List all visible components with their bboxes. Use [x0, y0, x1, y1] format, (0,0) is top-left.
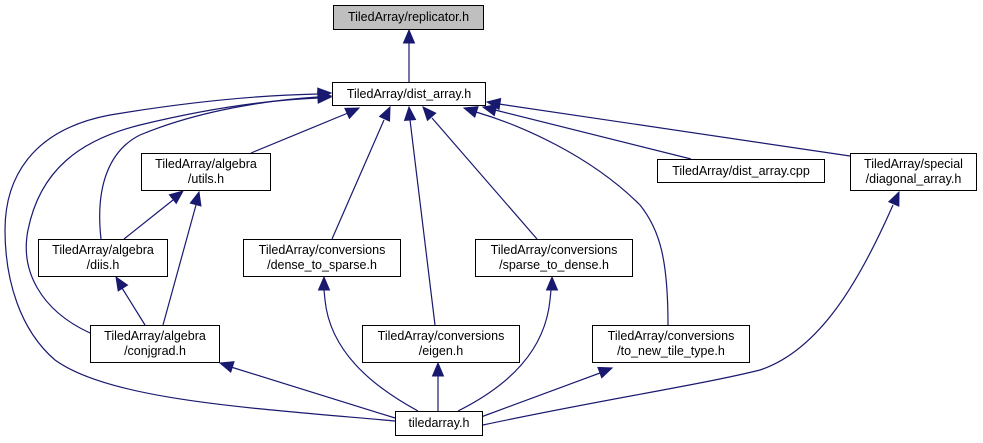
edge-line: [4, 93, 396, 422]
arrowhead-icon: [887, 190, 900, 207]
edge-line: [250, 112, 349, 154]
arrowhead-icon: [462, 106, 479, 119]
edge-dense_to_sparse-to-dist_array: [331, 105, 391, 240]
edge-line: [480, 372, 601, 418]
node-label-line: TiledArray/conversions: [258, 243, 386, 257]
node-label-line: /sparse_to_dense.h: [499, 258, 609, 272]
arrowhead-icon: [403, 105, 417, 121]
node-diagonal-array[interactable]: TiledArray/special/diagonal_array.h: [850, 153, 977, 191]
node-label-line: /to_new_tile_type.h: [617, 344, 725, 358]
arrowhead-icon: [115, 275, 129, 292]
node-diis[interactable]: TiledArray/algebra/diis.h: [38, 239, 168, 277]
edge-line: [431, 117, 538, 240]
arrowhead-icon: [402, 28, 416, 44]
edge-tiledarray-to-conjgrad: [218, 361, 396, 419]
edge-line: [162, 204, 197, 326]
edge-tiledarray-to-dense_to_sparse: [317, 275, 419, 412]
node-label-line: TiledArray/special: [864, 157, 963, 171]
edge-line: [331, 119, 385, 240]
arrowhead-icon: [545, 275, 559, 291]
edge-diis-to-utils: [123, 190, 185, 240]
edge-dist_array-to-replicator: [402, 28, 416, 82]
edge-eigen-to-dist_array: [403, 105, 436, 326]
node-eigen[interactable]: TiledArray/conversions/eigen.h: [362, 325, 520, 363]
node-label-line: TiledArray/conversions: [377, 329, 505, 343]
arrowhead-icon: [317, 87, 333, 100]
edge-sparse_to_dense-to-dist_array: [422, 106, 538, 240]
node-dense-to-sparse[interactable]: TiledArray/conversions/dense_to_sparse.h: [243, 239, 401, 277]
edge-line: [475, 111, 669, 326]
edge-line: [494, 109, 692, 160]
node-label-line: TiledArray/algebra: [104, 329, 206, 343]
node-label-line: TiledArray/dist_array.h: [346, 86, 472, 101]
node-label-line: /diagonal_array.h: [865, 172, 962, 186]
arrowhead-icon: [189, 190, 202, 207]
node-label-line: TiledArray/conversions: [607, 329, 735, 343]
edge-line: [323, 289, 419, 412]
arrowhead-icon: [422, 106, 437, 122]
node-sparse-to-dense[interactable]: TiledArray/conversions/sparse_to_dense.h: [475, 239, 633, 277]
arrowhead-icon: [317, 275, 331, 291]
arrowhead-icon: [218, 361, 235, 374]
edge-tiledarray-to-dist_array: [4, 87, 396, 422]
node-replicator[interactable]: TiledArray/replicator.h: [333, 5, 484, 30]
edge-line: [123, 199, 174, 240]
node-label-line: tiledarray.h: [408, 416, 470, 430]
edge-line: [230, 366, 396, 419]
edge-conjgrad-to-diis: [115, 275, 146, 326]
edge-line: [457, 289, 552, 412]
node-label-line: TiledArray/algebra: [52, 243, 154, 257]
arrowhead-icon: [481, 104, 498, 117]
edge-line: [409, 119, 436, 326]
edge-utils-to-dist_array: [250, 107, 361, 154]
edge-line: [121, 287, 146, 326]
arrowhead-icon: [378, 105, 391, 122]
edge-tiledarray-to-to_new_tile_type: [480, 366, 614, 418]
node-to-new-tile-type[interactable]: TiledArray/conversions/to_new_tile_type.…: [592, 325, 750, 363]
node-conjgrad[interactable]: TiledArray/algebra/conjgrad.h: [90, 325, 220, 363]
node-label-line: TiledArray/conversions: [490, 243, 618, 257]
node-label-line: /conjgrad.h: [124, 344, 186, 358]
node-label-line: /dense_to_sparse.h: [267, 258, 377, 272]
edge-diagonal_array-to-dist_array: [485, 97, 851, 157]
node-label-line: /utils.h: [187, 172, 225, 186]
node-label-line: TiledArray/algebra: [155, 157, 257, 171]
edge-tiledarray-to-eigen: [431, 361, 445, 411]
edge-conjgrad-to-utils: [162, 190, 202, 326]
arrowhead-icon: [597, 366, 614, 379]
node-label-line: TiledArray/replicator.h: [347, 10, 470, 24]
edge-to_new_tile_type-to-dist_array: [462, 106, 669, 326]
edge-tiledarray-to-diagonal_array: [482, 190, 900, 426]
node-label-line: /eigen.h: [418, 344, 464, 358]
edge-tiledarray-to-sparse_to_dense: [457, 275, 559, 412]
arrowhead-icon: [485, 97, 502, 111]
arrowhead-icon: [344, 107, 361, 120]
edge-line: [482, 204, 894, 426]
node-dist-array[interactable]: TiledArray/dist_array.h: [332, 82, 486, 106]
edge-line: [25, 97, 319, 334]
edge-dist_array_cpp-to-dist_array: [481, 104, 692, 160]
node-utils[interactable]: TiledArray/algebra/utils.h: [141, 153, 271, 191]
arrowhead-icon: [431, 361, 445, 377]
node-dist-array-cpp[interactable]: TiledArray/dist_array.cpp: [657, 159, 825, 183]
node-label-line: TiledArray/dist_array.cpp: [672, 163, 810, 178]
node-label-line: /diis.h: [86, 258, 120, 272]
arrowhead-icon: [168, 190, 185, 205]
edge-line: [498, 103, 851, 157]
node-tiledarray[interactable]: tiledarray.h: [395, 411, 483, 436]
edge-conjgrad-to-dist_array: [25, 91, 333, 334]
